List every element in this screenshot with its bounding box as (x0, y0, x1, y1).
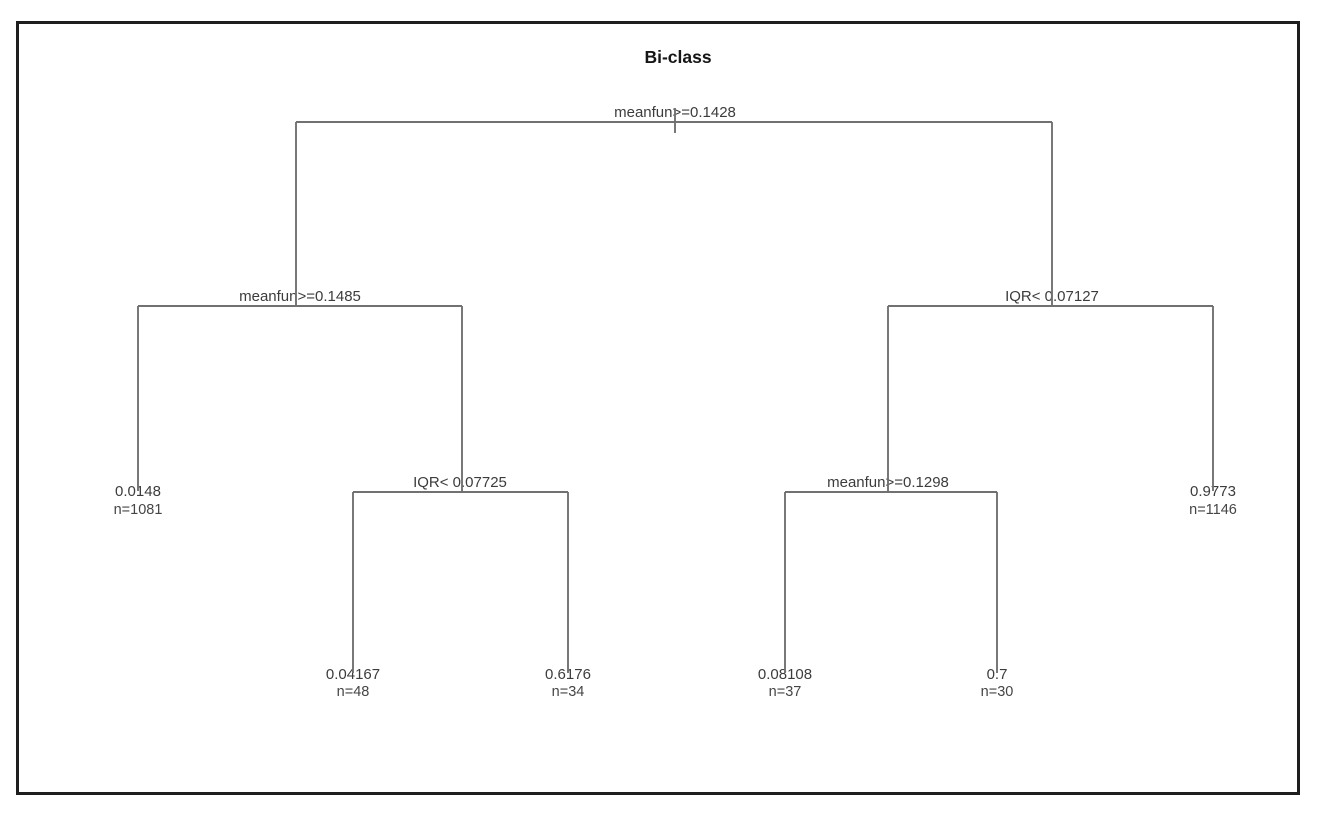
leaf-n-right-left-right: n=30 (981, 684, 1014, 700)
leaf-value-left-right-left: 0.04167 (326, 666, 380, 683)
leaf-n-right-right: n=1146 (1189, 502, 1237, 518)
left-split-label: meanfun>=0.1485 (239, 288, 361, 305)
leaf-value-left-right-right: 0.6176 (545, 666, 591, 683)
leaf-n-left-left: n=1081 (114, 502, 163, 518)
leaf-value-right-left-left: 0.08108 (758, 666, 812, 683)
leaf-value-right-left-right: 0.7 (987, 666, 1008, 683)
plot-border (16, 21, 1300, 795)
leaf-value-right-right: 0.9773 (1190, 483, 1236, 500)
leaf-n-right-left-left: n=37 (769, 684, 802, 700)
left-right-split-label: IQR< 0.07725 (413, 474, 507, 491)
leaf-value-left-left: 0.0148 (115, 483, 161, 500)
plot-title: Bi-class (644, 47, 711, 67)
leaf-n-left-right-left: n=48 (337, 684, 370, 700)
leaf-n-left-right-right: n=34 (552, 684, 585, 700)
